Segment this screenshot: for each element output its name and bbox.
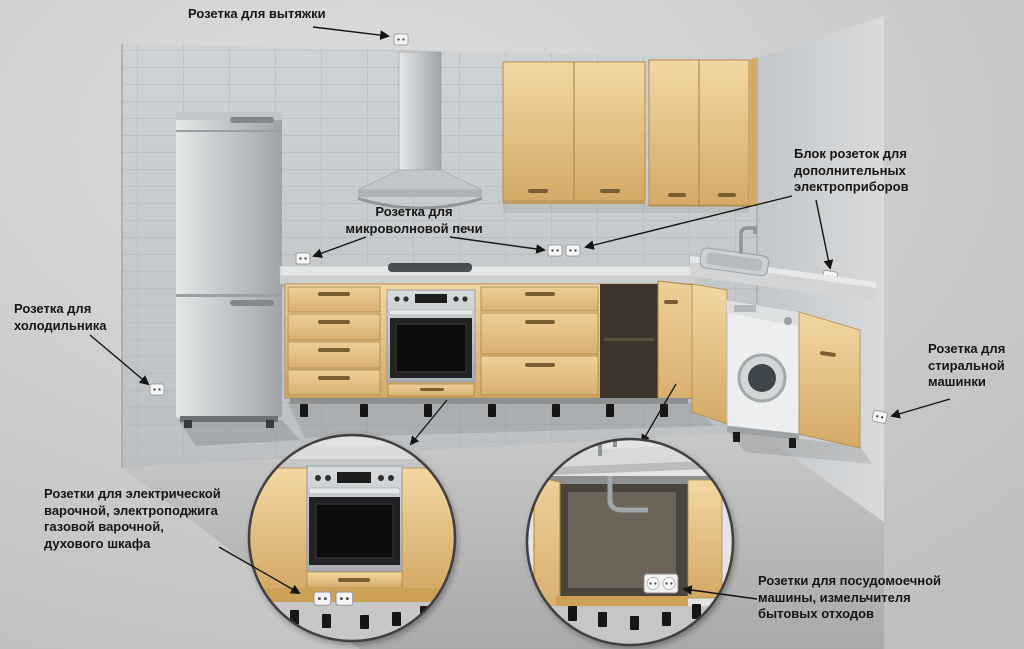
fridge-outlet-icon (149, 383, 165, 396)
refrigerator (176, 112, 282, 428)
cabinet-feet (568, 604, 701, 630)
drawer-unit (287, 286, 381, 396)
oven-outlet-icon (313, 591, 332, 606)
washing-machine (726, 299, 800, 448)
callout-label-cooktop: Розетки для электрической варочной, элек… (44, 486, 221, 551)
microwave-outlet-icon (295, 252, 311, 265)
oven-outlet-icon (335, 591, 354, 606)
detail-circle-dishwasher (525, 437, 735, 647)
hood-outlet-icon (393, 33, 409, 46)
callout-arrows (89, 26, 951, 600)
lower-cabinets (284, 280, 705, 417)
arrow-dishwasher (682, 585, 758, 600)
counter-outlet-icon (547, 244, 563, 257)
sink (699, 247, 770, 277)
arrow-extra-right (815, 199, 834, 270)
callout-label-fridge: Розетка для холодильника (14, 301, 107, 333)
arrow-microwave-right (449, 236, 546, 254)
drain-pipe (607, 476, 648, 513)
upper-cabinets (502, 57, 757, 213)
countertop (279, 263, 695, 287)
arrow-washer (890, 398, 951, 419)
callout-label-dishwasher: Розетки для посудомоечной машины, измель… (758, 573, 942, 622)
counter-outlet-icon (565, 244, 581, 257)
washer-outlet-icon (871, 409, 889, 425)
dishwasher-outlet-icon (643, 573, 679, 594)
drawer-unit (480, 286, 599, 396)
arrow-extra-left (584, 195, 793, 250)
arrow-microwave-left (312, 236, 367, 258)
arrow-cooktop (218, 546, 301, 594)
callout-label-microwave: Розетка для микроволновой печи (345, 204, 483, 236)
callout-label-hood: Розетка для вытяжки (188, 6, 326, 21)
cooktop (388, 263, 472, 272)
oven (386, 289, 476, 397)
right-counter-section (690, 226, 876, 449)
callout-label-washer: Розетка для стиральной машинки (928, 341, 1006, 390)
arrow-fridge (89, 334, 150, 386)
cabinet-feet (300, 404, 668, 417)
zoom-source-lines (409, 383, 677, 446)
range-hood (357, 51, 483, 210)
corner-cabinet-open (600, 280, 705, 400)
callout-label-extra-block: Блок розеток для дополнительных электроп… (794, 146, 909, 195)
arrow-hood (312, 26, 390, 40)
faucet (739, 226, 757, 254)
